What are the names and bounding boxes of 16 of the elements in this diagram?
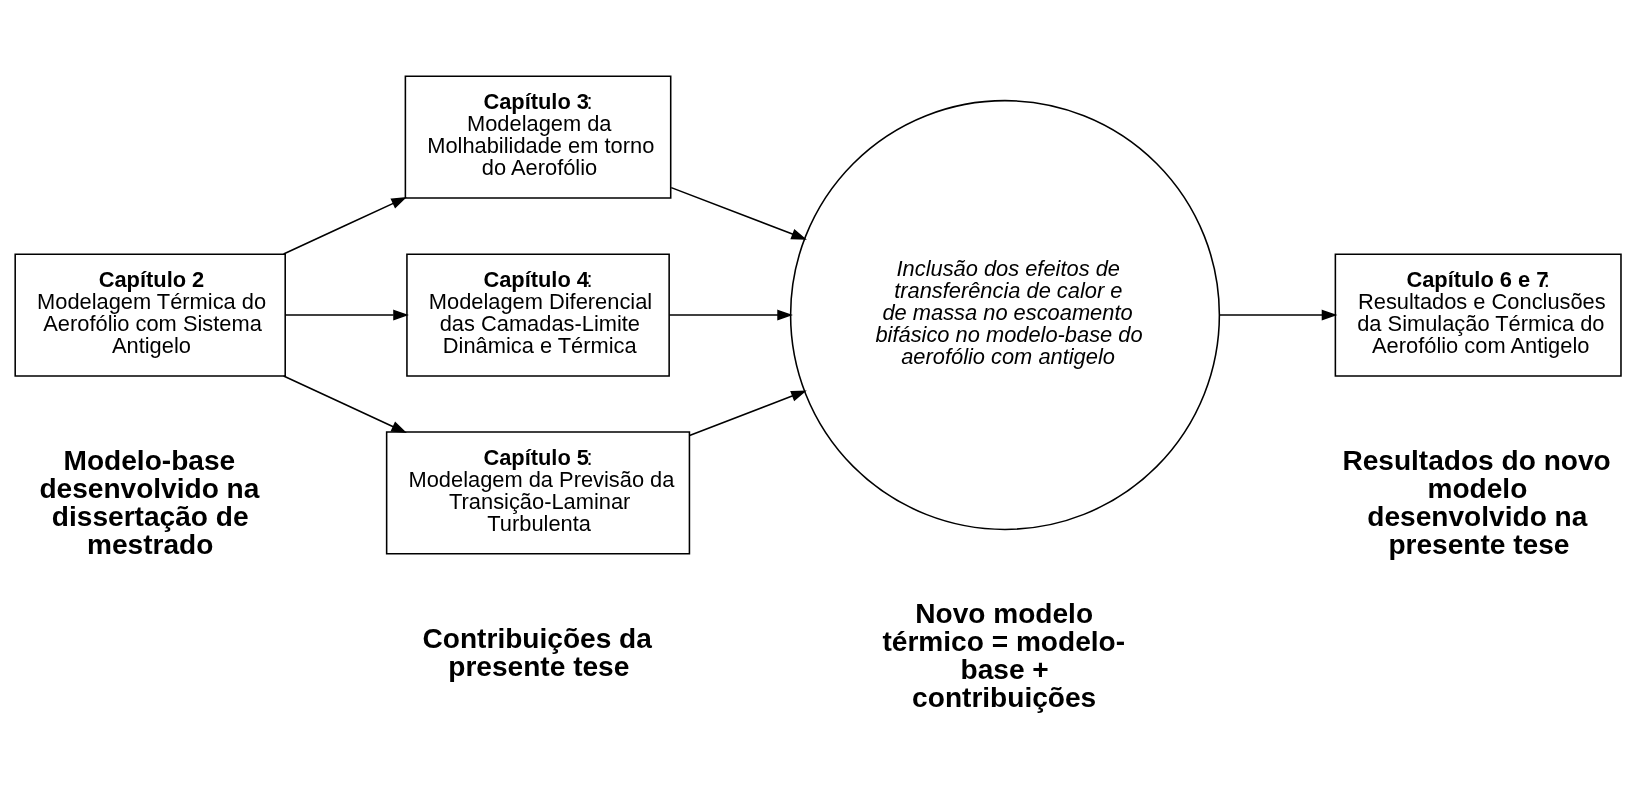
node-box: Capítulo 5: Modelagem da Previsão da Transição-Laminar Turbulenta <box>385 430 691 555</box>
arrow <box>284 309 409 320</box>
arrow <box>282 196 407 255</box>
label: Modelo-base desenvolvido na dissertação de mestrado <box>39 444 260 560</box>
arrow <box>668 309 793 320</box>
node-box: Capítulo 6 e 7: Resultados e Conclusões da Simulação Térmica do Aerofólio com Antigelo <box>1334 252 1622 377</box>
arrow <box>282 374 407 433</box>
node-box: Capítulo 3: Modelagem da Molhabilidade em torno do Aerofólio <box>404 74 672 199</box>
label: Resultados do novo modelo desenvolvido na presente tese <box>1342 444 1611 560</box>
label: Novo modelo térmico = modelo-base + contribuições <box>882 597 1126 713</box>
arrow <box>670 186 807 240</box>
node-box: Capítulo 2 Modelagem Térmica do Aerofólio com Sistema Antigelo <box>14 252 286 377</box>
node-box: Capítulo 4: Modelagem Diferencial das Camadas-Limite Dinâmica e Térmica <box>406 252 670 377</box>
arrow <box>688 390 807 436</box>
label: Contribuições da presente tese <box>422 622 652 682</box>
arrow <box>1218 309 1338 320</box>
